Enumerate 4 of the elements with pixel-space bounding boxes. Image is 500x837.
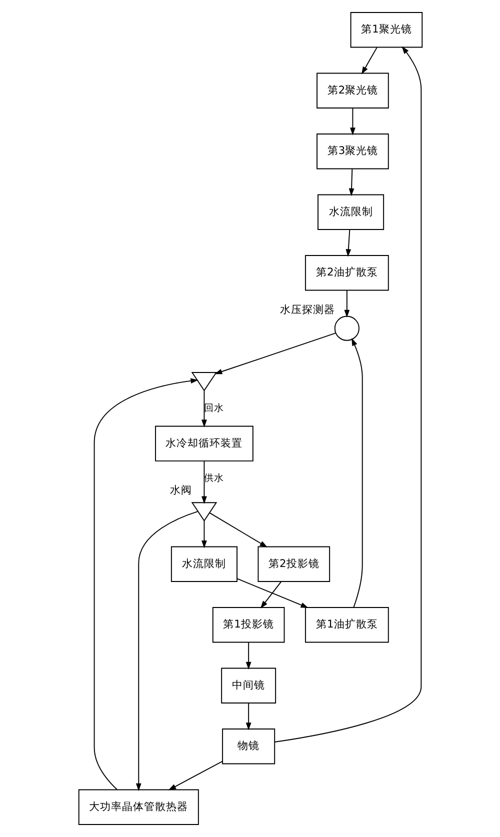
node-label: 水压探测器 — [279, 304, 334, 316]
node-label: 水阀 — [170, 484, 192, 497]
edge-label: 供水 — [203, 473, 224, 484]
edge-label: 回水 — [203, 402, 224, 414]
